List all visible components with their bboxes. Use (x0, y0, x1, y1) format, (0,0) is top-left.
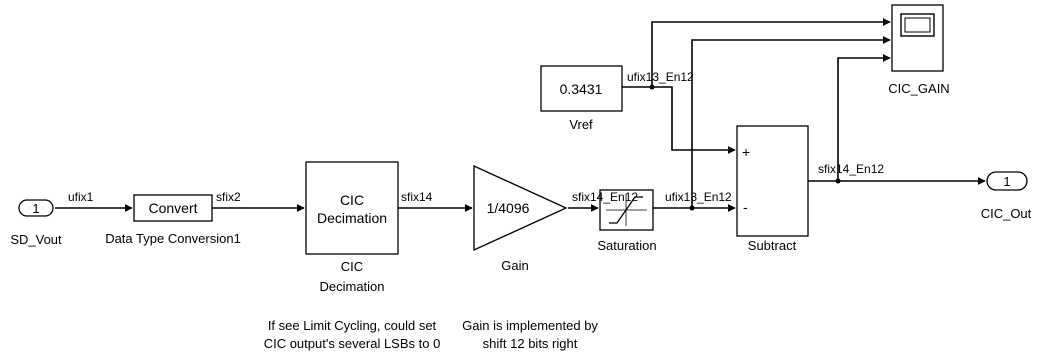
cic-note-line2: CIC output's several LSBs to 0 (264, 336, 441, 351)
wire-saturation-to-scope[interactable] (691, 36, 891, 208)
outport-number: 1 (1003, 174, 1010, 189)
signal-label-saturation: ufix13_En12 (665, 190, 732, 204)
outport-block[interactable]: 1 (986, 171, 1028, 191)
signal-label-vref: ufix13_En12 (627, 70, 694, 84)
inport-block[interactable]: 1 (18, 199, 54, 217)
cic-decimation-block[interactable]: CIC Decimation (305, 161, 399, 255)
branch-point-saturation (689, 205, 695, 211)
scope-block[interactable] (891, 4, 944, 72)
subtract-plus-sign: + (742, 144, 750, 160)
gain-block-name: Gain (501, 258, 528, 273)
branch-point-vref (649, 84, 655, 90)
convert-block[interactable]: Convert (133, 194, 213, 222)
cic-note-line1: If see Limit Cycling, could set (268, 318, 437, 333)
gain-note-line1: Gain is implemented by (462, 318, 598, 333)
branch-point-subtract (835, 178, 841, 184)
vref-block-name: Vref (569, 117, 593, 132)
subtract-minus-sign: - (743, 199, 748, 215)
wire-vref-to-subtract[interactable] (622, 86, 736, 154)
saturation-icon (609, 196, 643, 224)
inport-name: SD_Vout (10, 232, 62, 247)
signal-label-convert: sfix2 (216, 190, 241, 204)
inport-number: 1 (32, 201, 39, 216)
convert-block-text: Convert (148, 200, 197, 216)
subtract-block-name: Subtract (748, 238, 797, 253)
cic-block-text-line2: Decimation (317, 210, 387, 226)
convert-block-name: Data Type Conversion1 (105, 231, 241, 246)
signal-label-subtract: sfix14_En12 (818, 162, 884, 176)
wire-subtract-to-scope[interactable] (837, 54, 891, 181)
cic-block-name-line1: CIC (341, 259, 363, 274)
vref-constant-block[interactable]: 0.3431 (540, 65, 623, 112)
cic-block-text-line1: CIC (340, 192, 364, 208)
signal-label-gain: sfix14_En12 (572, 190, 638, 204)
saturation-block[interactable] (599, 189, 654, 231)
saturation-block-name: Saturation (597, 238, 656, 253)
gain-block[interactable]: 1/4096 (473, 164, 568, 252)
vref-value: 0.3431 (560, 81, 603, 97)
subtract-block[interactable]: + - (736, 125, 809, 237)
gain-note-line2: shift 12 bits right (483, 336, 578, 351)
scope-screen-inner (904, 17, 931, 33)
signal-label-cic: sfix14 (401, 190, 433, 204)
scope-block-name: CIC_GAIN (888, 81, 949, 96)
gain-block-text: 1/4096 (487, 200, 530, 216)
signal-label-inport: ufix1 (68, 190, 94, 204)
outport-name: CIC_Out (981, 206, 1032, 221)
cic-block-name-line2: Decimation (319, 279, 384, 294)
wire-vref-to-scope[interactable] (651, 18, 891, 87)
